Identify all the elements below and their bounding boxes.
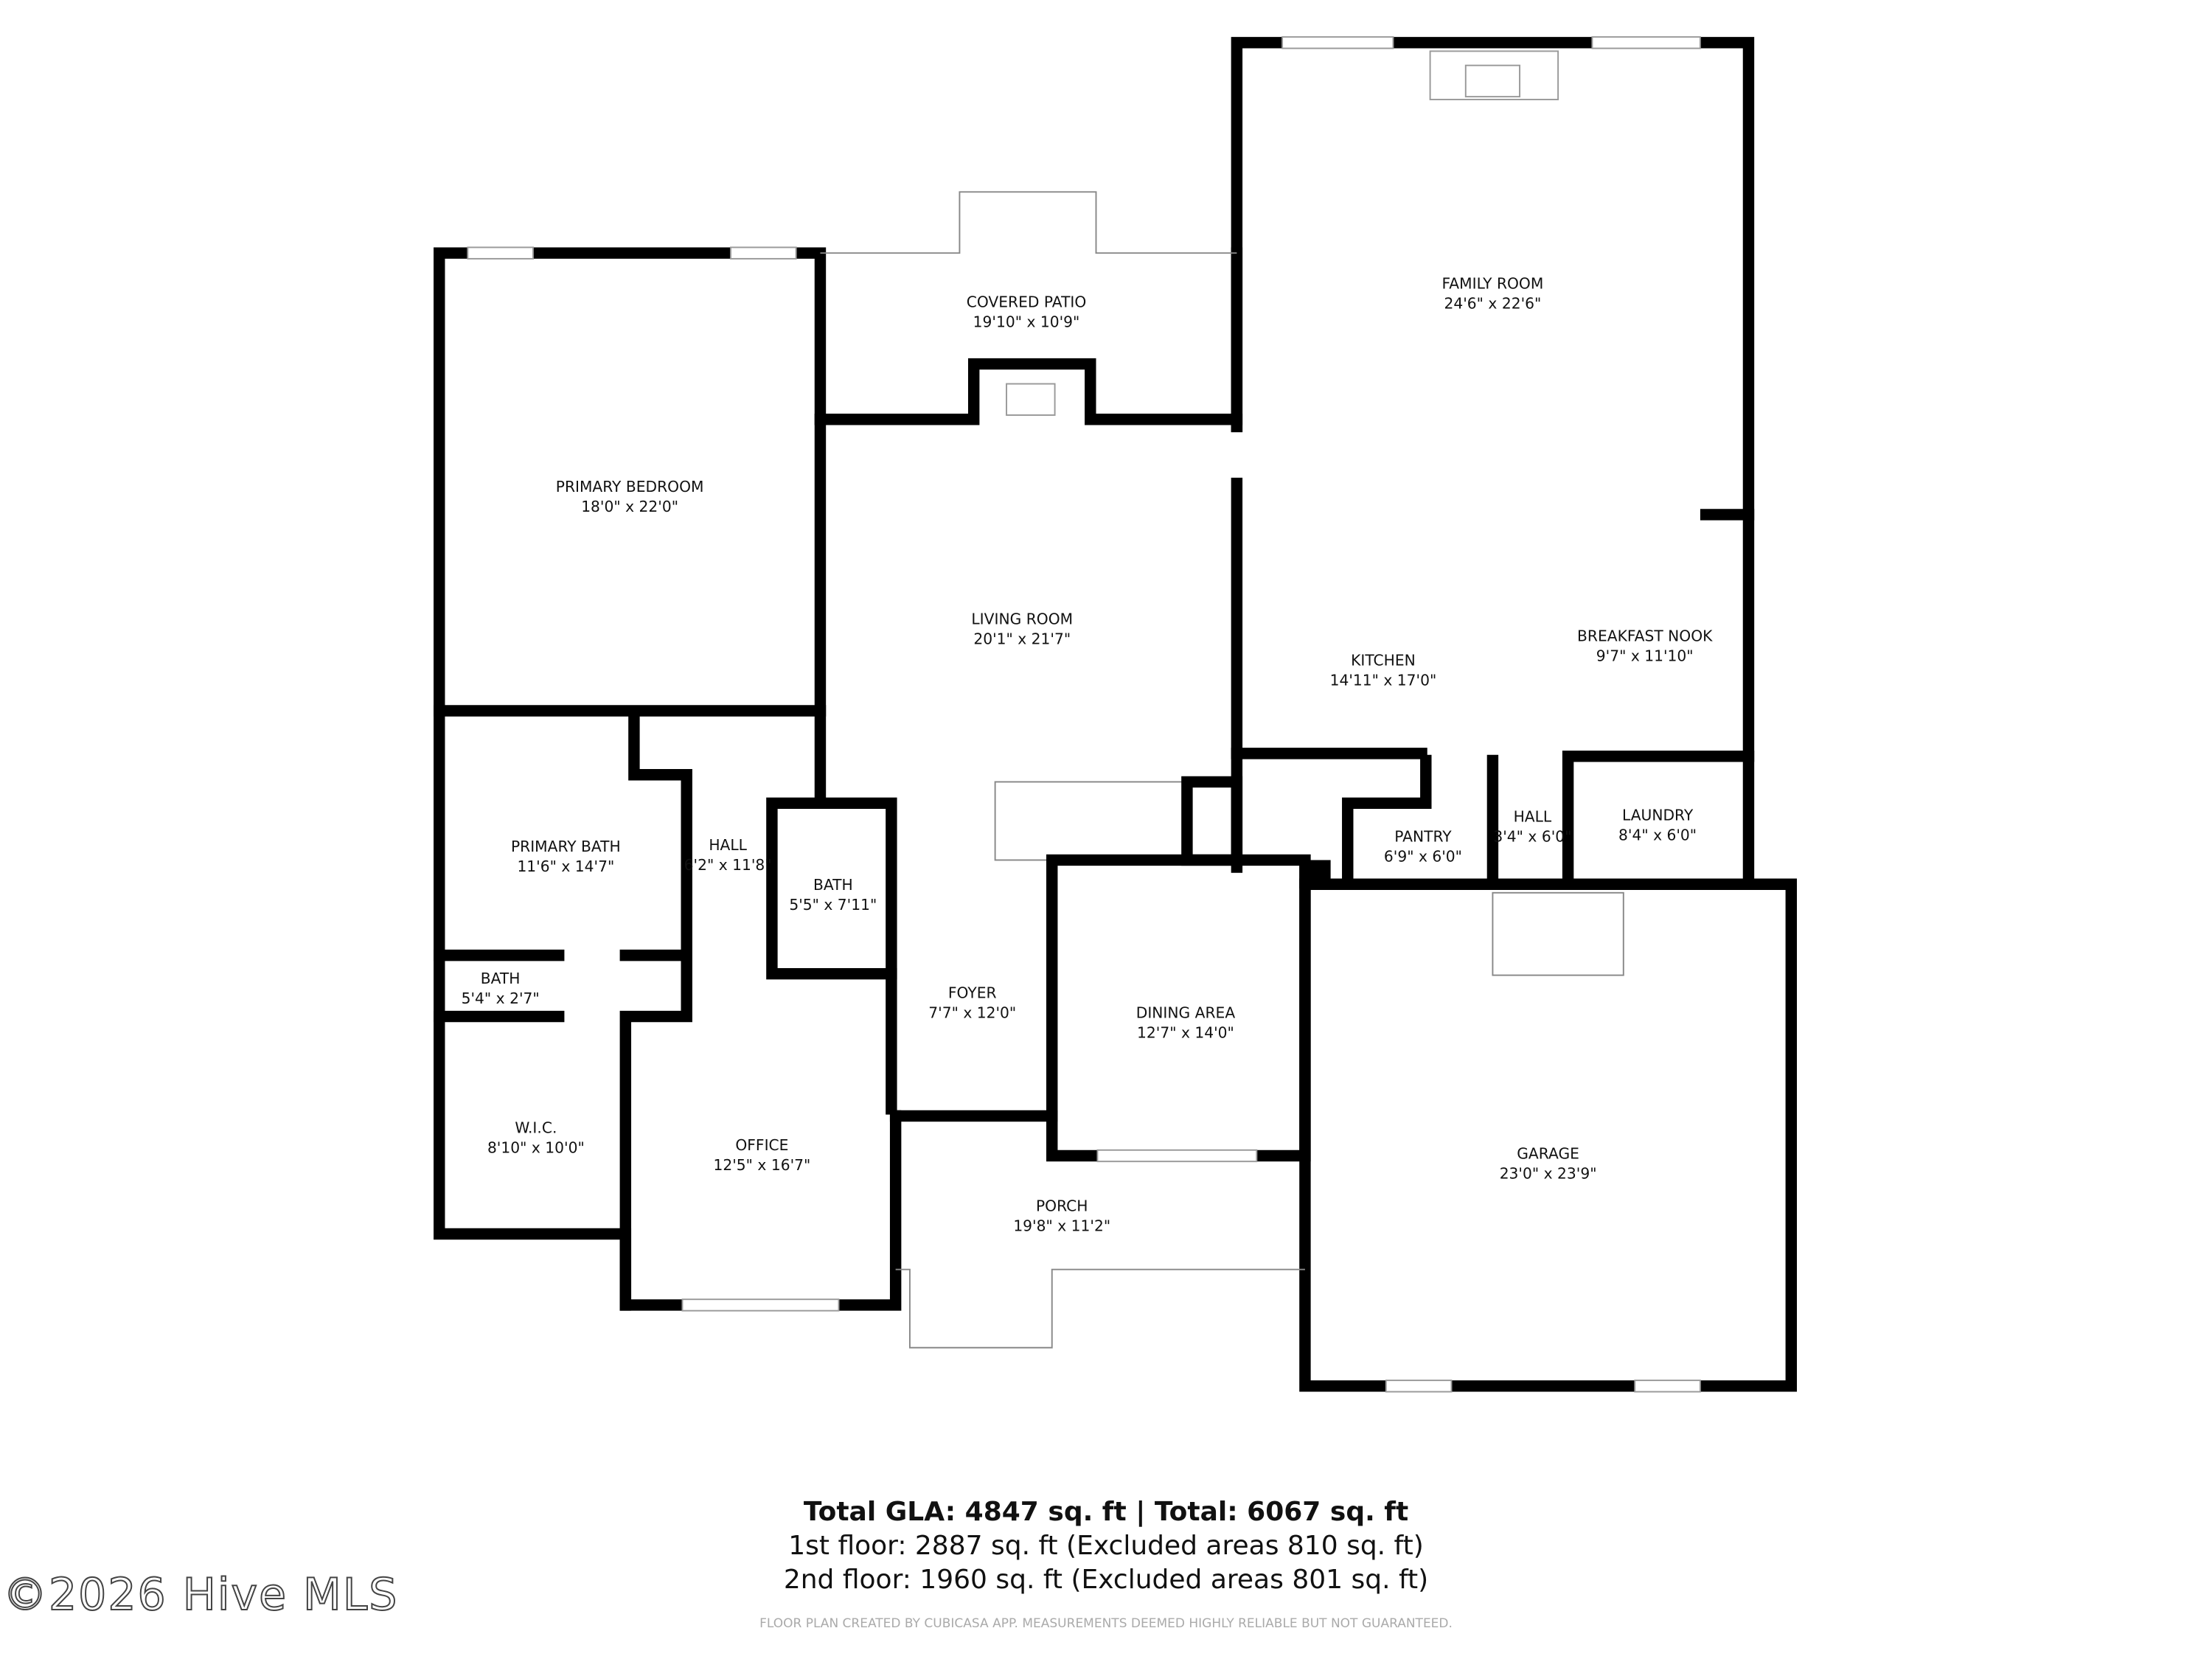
svg-text:BATH: BATH [481, 970, 521, 987]
svg-text:19'10" x 10'9": 19'10" x 10'9" [973, 313, 1080, 330]
watermark: ©2026 Hive MLS [2, 1568, 399, 1621]
room-covered-patio: COVERED PATIO 19'10" x 10'9" [967, 293, 1087, 330]
svg-text:PRIMARY BATH: PRIMARY BATH [511, 838, 621, 855]
walls [434, 36, 1798, 1393]
room-laundry: LAUNDRY 8'4" x 6'0" [1618, 806, 1697, 844]
room-labels: FAMILY ROOM 24'6" x 22'6" COVERED PATIO 19… [462, 274, 1714, 1234]
svg-text:5'4" x 2'7": 5'4" x 2'7" [462, 990, 540, 1007]
room-hall-2: HALL 3'4" x 6'0" [1493, 807, 1571, 845]
svg-text:PORCH: PORCH [1036, 1197, 1088, 1215]
svg-text:DINING AREA: DINING AREA [1136, 1004, 1236, 1021]
room-living-room: LIVING ROOM 20'1" x 21'7" [971, 610, 1073, 647]
room-kitchen: KITCHEN 14'11" x 17'0" [1330, 651, 1437, 689]
svg-text:HALL: HALL [709, 836, 747, 854]
svg-text:19'8" x 11'2": 19'8" x 11'2" [1013, 1217, 1110, 1235]
room-dining-area: DINING AREA 12'7" x 14'0" [1136, 1004, 1236, 1041]
svg-text:20'1" x 21'7": 20'1" x 21'7" [973, 630, 1071, 647]
svg-text:8'10" x 10'0": 8'10" x 10'0" [487, 1139, 585, 1157]
svg-text:W.I.C.: W.I.C. [515, 1119, 557, 1137]
room-pantry: PANTRY 6'9" x 6'0" [1384, 827, 1462, 865]
room-primary-bedroom: PRIMARY BEDROOM 18'0" x 22'0" [556, 478, 704, 515]
svg-text:FAMILY ROOM: FAMILY ROOM [1442, 274, 1544, 292]
disclaimer: FLOOR PLAN CREATED BY CUBICASA APP. MEAS… [759, 1616, 1453, 1631]
svg-text:PANTRY: PANTRY [1394, 827, 1452, 845]
svg-text:5'5" x 7'11": 5'5" x 7'11" [789, 896, 877, 914]
svg-text:23'0" x 23'9": 23'0" x 23'9" [1500, 1164, 1597, 1182]
svg-text:9'7" x 11'10": 9'7" x 11'10" [1596, 647, 1694, 665]
room-wic: W.I.C. 8'10" x 10'0" [487, 1119, 585, 1157]
svg-text:18'0" x 22'0": 18'0" x 22'0" [581, 498, 678, 515]
room-bath-2: BATH 5'4" x 2'7" [462, 970, 540, 1007]
room-porch: PORCH 19'8" x 11'2" [1013, 1197, 1110, 1235]
room-bath-1: BATH 5'5" x 7'11" [789, 876, 877, 914]
svg-text:FOYER: FOYER [948, 984, 997, 1001]
svg-text:GARAGE: GARAGE [1517, 1144, 1579, 1162]
svg-text:12'5" x 16'7": 12'5" x 16'7" [714, 1156, 811, 1174]
room-garage: GARAGE 23'0" x 23'9" [1500, 1144, 1597, 1182]
svg-text:KITCHEN: KITCHEN [1351, 651, 1416, 669]
svg-text:OFFICE: OFFICE [735, 1136, 788, 1154]
svg-text:BATH: BATH [813, 876, 853, 894]
room-family-room: FAMILY ROOM 24'6" x 22'6" [1442, 274, 1544, 312]
room-hall-1: HALL 6'2" x 11'8" [684, 836, 772, 874]
svg-text:8'4" x 6'0": 8'4" x 6'0" [1618, 826, 1697, 844]
svg-text:14'11" x 17'0": 14'11" x 17'0" [1330, 671, 1437, 689]
svg-text:7'7" x 12'0": 7'7" x 12'0" [928, 1004, 1016, 1021]
svg-text:3'4" x 6'0": 3'4" x 6'0" [1493, 827, 1571, 845]
room-primary-bath: PRIMARY BATH 11'6" x 14'7" [511, 838, 621, 875]
room-foyer: FOYER 7'7" x 12'0" [928, 984, 1016, 1021]
svg-text:LAUNDRY: LAUNDRY [1622, 806, 1694, 824]
total-area: Total GLA: 4847 sq. ft | Total: 6067 sq.… [803, 1497, 1409, 1527]
svg-text:COVERED PATIO: COVERED PATIO [967, 293, 1087, 310]
room-breakfast-nook: BREAKFAST NOOK 9'7" x 11'10" [1577, 627, 1713, 665]
floor1-area: 1st floor: 2887 sq. ft (Excluded areas 8… [788, 1531, 1424, 1561]
svg-text:HALL: HALL [1514, 807, 1552, 825]
svg-text:6'2" x 11'8": 6'2" x 11'8" [684, 856, 772, 874]
svg-text:PRIMARY BEDROOM: PRIMARY BEDROOM [556, 478, 704, 495]
floor2-area: 2nd floor: 1960 sq. ft (Excluded areas 8… [783, 1565, 1429, 1595]
svg-text:LIVING ROOM: LIVING ROOM [971, 610, 1073, 627]
svg-text:6'9" x 6'0": 6'9" x 6'0" [1384, 847, 1462, 865]
svg-text:BREAKFAST NOOK: BREAKFAST NOOK [1577, 627, 1713, 645]
svg-text:24'6" x 22'6": 24'6" x 22'6" [1444, 294, 1542, 312]
svg-text:12'7" x 14'0": 12'7" x 14'0" [1137, 1023, 1234, 1041]
room-office: OFFICE 12'5" x 16'7" [714, 1136, 811, 1174]
svg-text:11'6" x 14'7": 11'6" x 14'7" [517, 858, 614, 875]
